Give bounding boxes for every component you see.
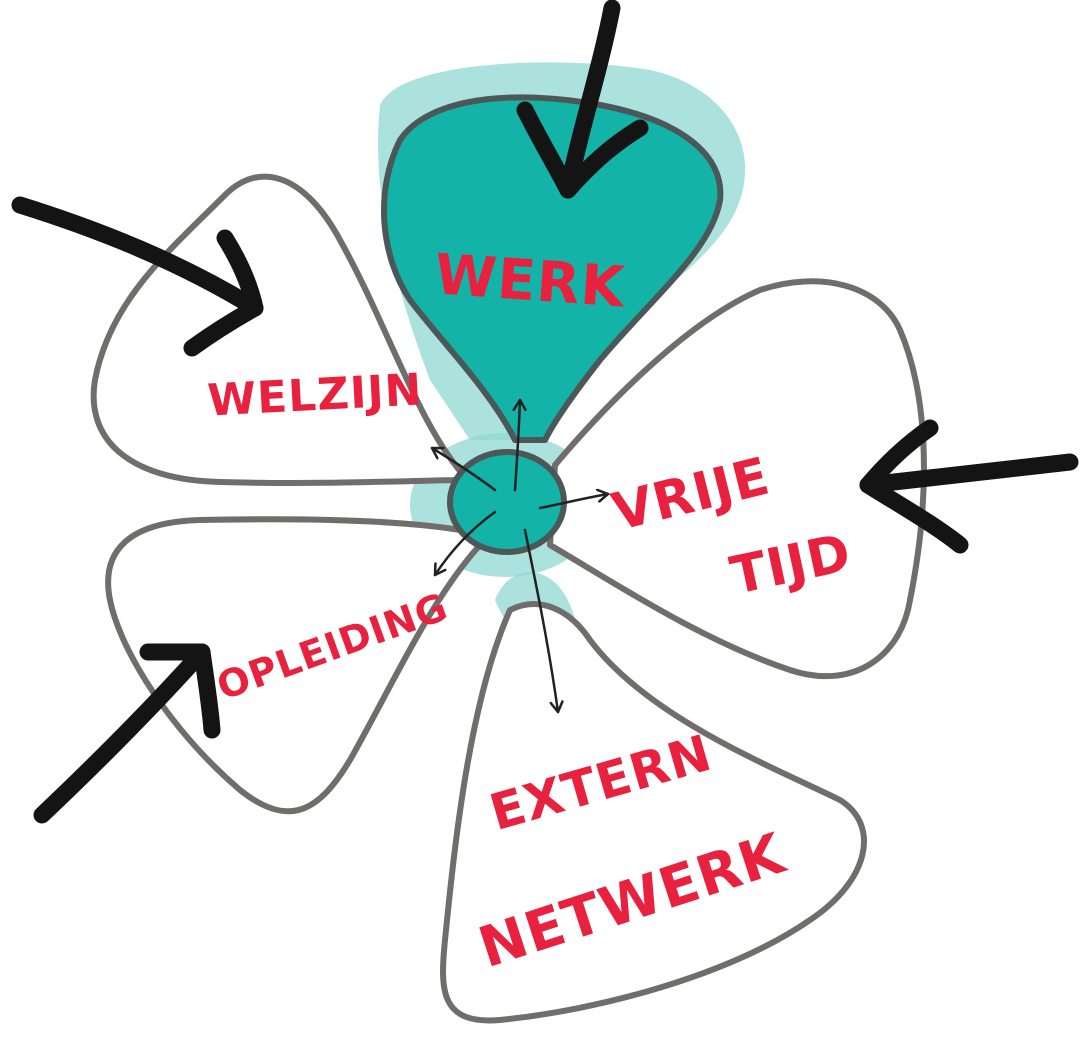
arrow-into-werk (516, 0, 649, 199)
extern-netwerk-petal (440, 601, 867, 1024)
opleiding-petal (105, 516, 483, 815)
arrow-to-werk (515, 398, 520, 492)
incoming-arrows (11, 0, 1079, 824)
vrije-tijd-petal (547, 278, 927, 680)
welzijn-label: WELZIJN (206, 364, 423, 426)
arrow-to-extern-netwerk (523, 528, 558, 714)
arrow-into-welzijn (11, 196, 264, 357)
werk-label: WERK (433, 242, 629, 320)
welzijn-petal (90, 173, 471, 486)
arrow-into-vrije-tijd (859, 419, 1079, 554)
arrow-to-vrije-tijd (538, 494, 610, 510)
arrow-into-opleiding (33, 643, 221, 824)
arrow-to-opleiding (433, 510, 497, 577)
outgoing-arrows (430, 398, 610, 714)
arrow-to-welzijn (430, 446, 497, 492)
